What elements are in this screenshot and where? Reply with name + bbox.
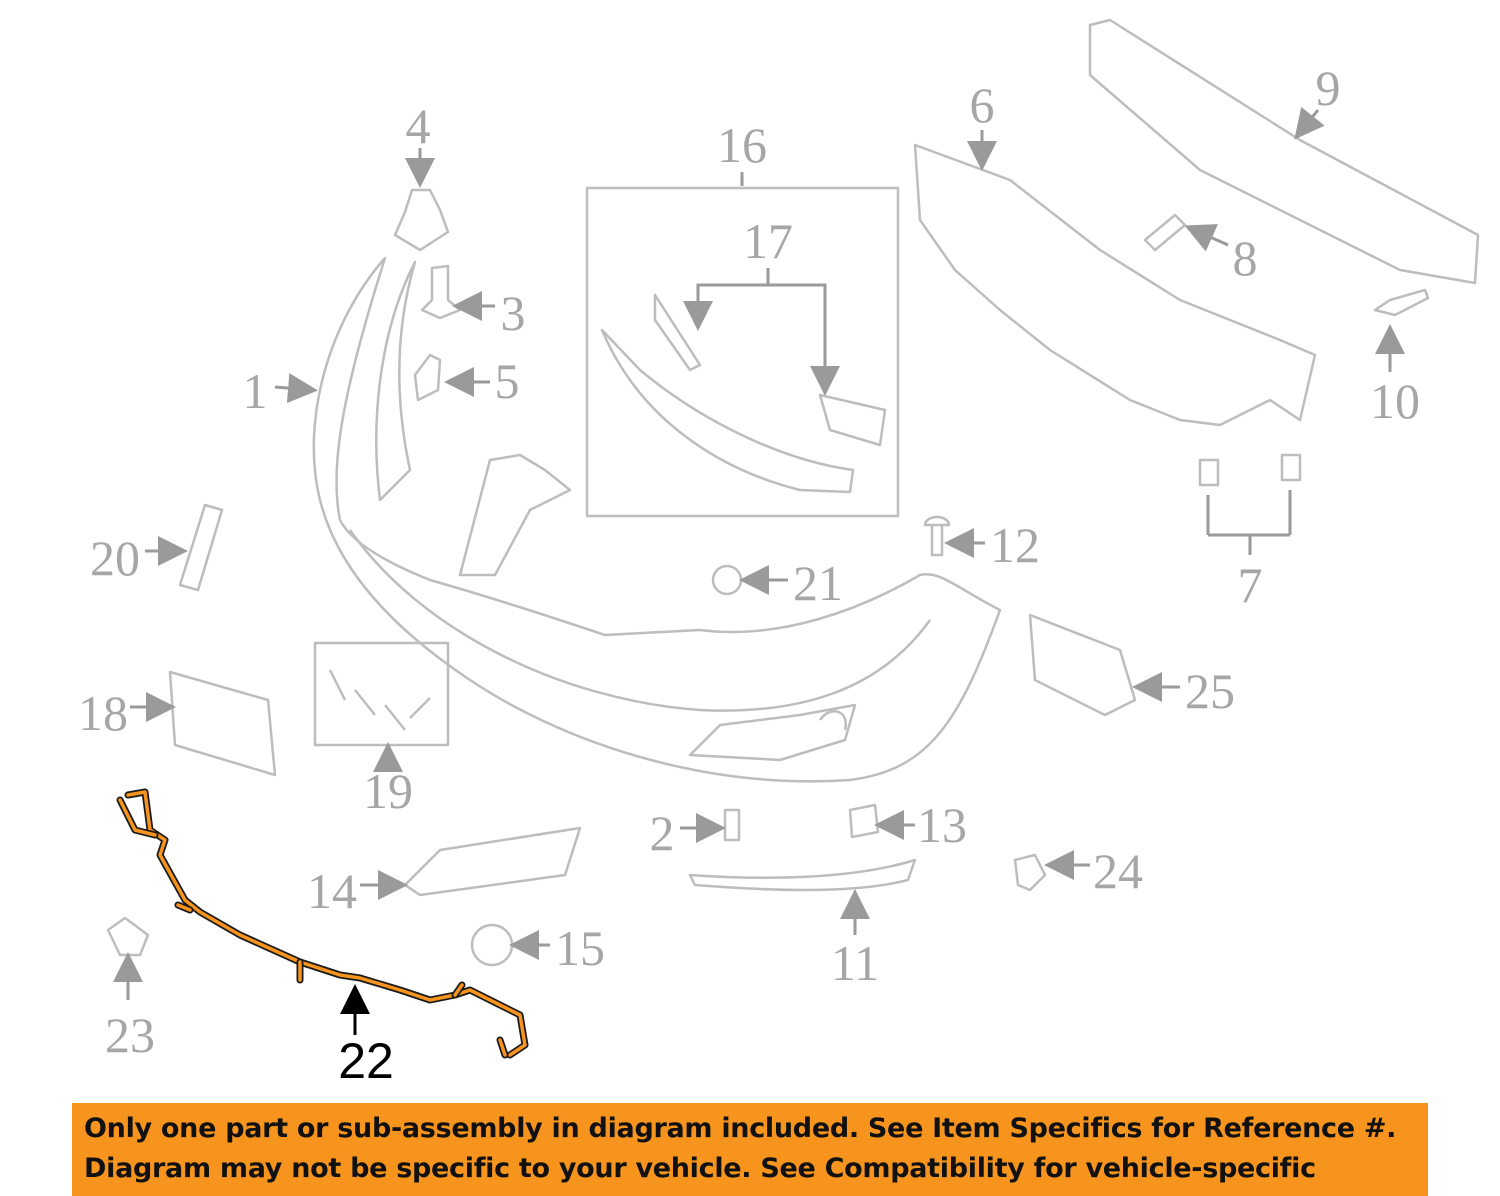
callout-25: 25 (1185, 663, 1235, 719)
part-11-molding (688, 858, 917, 892)
callout-7: 7 (1238, 557, 1263, 613)
callout-10: 10 (1370, 373, 1420, 429)
part-21-nut (711, 564, 743, 596)
callout-3: 3 (501, 285, 526, 341)
callout-18: 18 (78, 685, 128, 741)
part-8-bolt (1143, 213, 1187, 252)
reinforcement-part-9 (1088, 18, 1480, 285)
callout-21: 21 (793, 555, 843, 611)
part-15-ring (470, 923, 514, 967)
callout-12: 12 (990, 517, 1040, 573)
callout-24: 24 (1093, 843, 1143, 899)
bumper-cover-part (312, 256, 1002, 783)
part-14-fog-bezel (403, 826, 582, 897)
callout-16: 16 (717, 117, 767, 173)
part-7-clips (1198, 453, 1302, 487)
callout-14: 14 (307, 863, 357, 919)
grille-assembly-16 (585, 186, 900, 518)
callout-22-highlighted: 22 (338, 1033, 394, 1089)
part-3-pin (420, 264, 462, 320)
callout-2: 2 (650, 805, 675, 861)
callout-20: 20 (90, 530, 140, 586)
disclaimer-line-1: Only one part or sub-assembly in diagram… (84, 1113, 1397, 1144)
energy-absorber-part-6 (913, 143, 1317, 427)
callout-11: 11 (831, 935, 879, 991)
callout-17: 17 (743, 213, 793, 269)
part-24-sensor (1013, 853, 1047, 892)
disclaimer-line-2: Diagram may not be specific to your vehi… (84, 1153, 1316, 1196)
callout-13: 13 (917, 797, 967, 853)
callout-8: 8 (1233, 230, 1258, 286)
callout-4: 4 (406, 98, 431, 154)
part-10-bolt (1373, 288, 1430, 317)
leader-arrows (113, 106, 1405, 1000)
part-18-license-bracket (168, 670, 277, 777)
callout-5: 5 (495, 353, 520, 409)
part-20-clip (178, 503, 224, 592)
callout-6: 6 (970, 77, 995, 133)
part-2-fastener (723, 808, 741, 842)
part-19-bolt-kit (313, 641, 450, 747)
part-7-leader (1206, 490, 1292, 555)
callout-19: 19 (363, 763, 413, 819)
part-13-clip (848, 803, 880, 839)
part-12-pin (923, 515, 951, 557)
part-23-sensor (106, 916, 150, 957)
callout-1: 1 (243, 363, 268, 419)
disclaimer-banner: Only one part or sub-assembly in diagram… (72, 1103, 1428, 1196)
part-5-bracket (413, 353, 442, 402)
part-4-clip (393, 188, 450, 252)
callout-23: 23 (105, 1007, 155, 1063)
callout-15: 15 (555, 920, 605, 976)
part-25-sensor (1028, 613, 1137, 717)
callout-9: 9 (1316, 60, 1341, 116)
wiring-harness-part-22 (116, 788, 529, 1059)
